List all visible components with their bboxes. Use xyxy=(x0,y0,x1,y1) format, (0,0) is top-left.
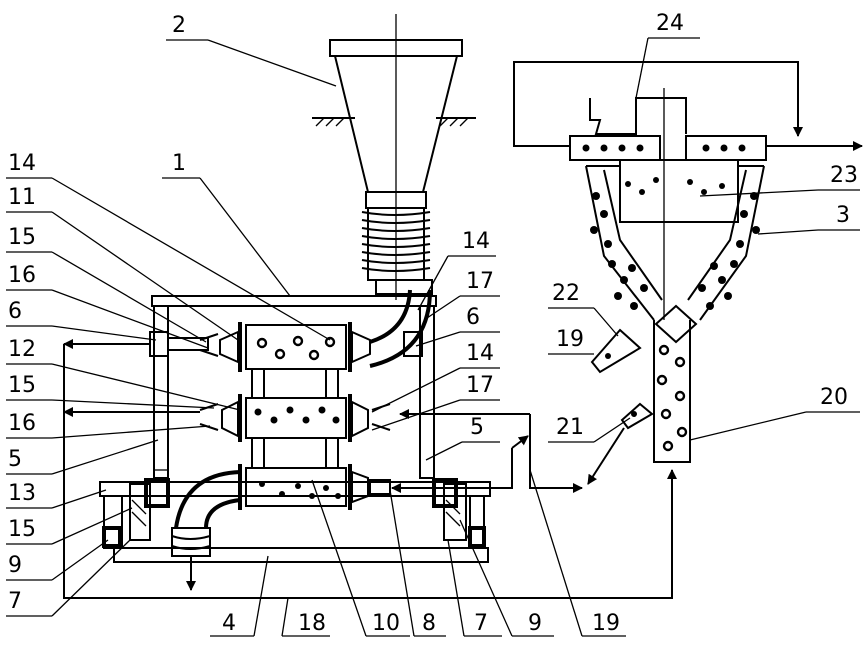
label-22: 22 xyxy=(552,281,580,306)
chamber-middle xyxy=(221,394,369,442)
label-7-bottom: 7 xyxy=(474,611,488,636)
label-19-right: 19 xyxy=(556,327,584,352)
part-labels: 2 1 14 11 15 16 6 12 15 16 5 13 15 9 7 4… xyxy=(8,11,858,636)
label-4: 4 xyxy=(222,611,236,636)
label-18: 18 xyxy=(298,611,326,636)
feed-hopper xyxy=(312,14,476,300)
connecting-tubes xyxy=(251,368,339,469)
label-14-right-top: 14 xyxy=(462,229,490,254)
label-15-top: 15 xyxy=(8,225,36,250)
label-15-mid: 15 xyxy=(8,373,36,398)
label-16-top: 16 xyxy=(8,263,36,288)
label-19-bottom: 19 xyxy=(592,611,620,636)
label-15-bottom: 15 xyxy=(8,517,36,542)
label-23: 23 xyxy=(830,163,858,188)
label-6-right: 6 xyxy=(466,305,480,330)
label-20: 20 xyxy=(820,385,848,410)
label-9-bottom: 9 xyxy=(528,611,542,636)
label-3: 3 xyxy=(836,203,850,228)
label-24: 24 xyxy=(656,11,684,36)
label-10: 10 xyxy=(372,611,400,636)
label-8: 8 xyxy=(422,611,436,636)
base-assembly xyxy=(99,478,491,563)
label-11: 11 xyxy=(8,185,36,210)
label-17-top: 17 xyxy=(466,269,494,294)
label-14-left: 14 xyxy=(8,151,36,176)
bellows-connector xyxy=(361,207,431,281)
leader-lines xyxy=(6,37,860,637)
label-9-left: 9 xyxy=(8,553,22,578)
flow-lines xyxy=(63,61,863,599)
label-21: 21 xyxy=(556,415,584,440)
label-13: 13 xyxy=(8,481,36,506)
label-5-left: 5 xyxy=(8,447,22,472)
label-17-mid: 17 xyxy=(466,373,494,398)
label-14-right-mid: 14 xyxy=(466,341,494,366)
label-2: 2 xyxy=(172,13,186,38)
classifier xyxy=(569,88,767,463)
label-12: 12 xyxy=(8,337,36,362)
label-6-left: 6 xyxy=(8,299,22,324)
chamber-upper xyxy=(219,279,433,372)
label-5-right: 5 xyxy=(470,415,484,440)
label-16-mid: 16 xyxy=(8,411,36,436)
support-frame xyxy=(151,295,437,479)
label-7-left: 7 xyxy=(8,589,22,614)
label-1: 1 xyxy=(172,151,186,176)
